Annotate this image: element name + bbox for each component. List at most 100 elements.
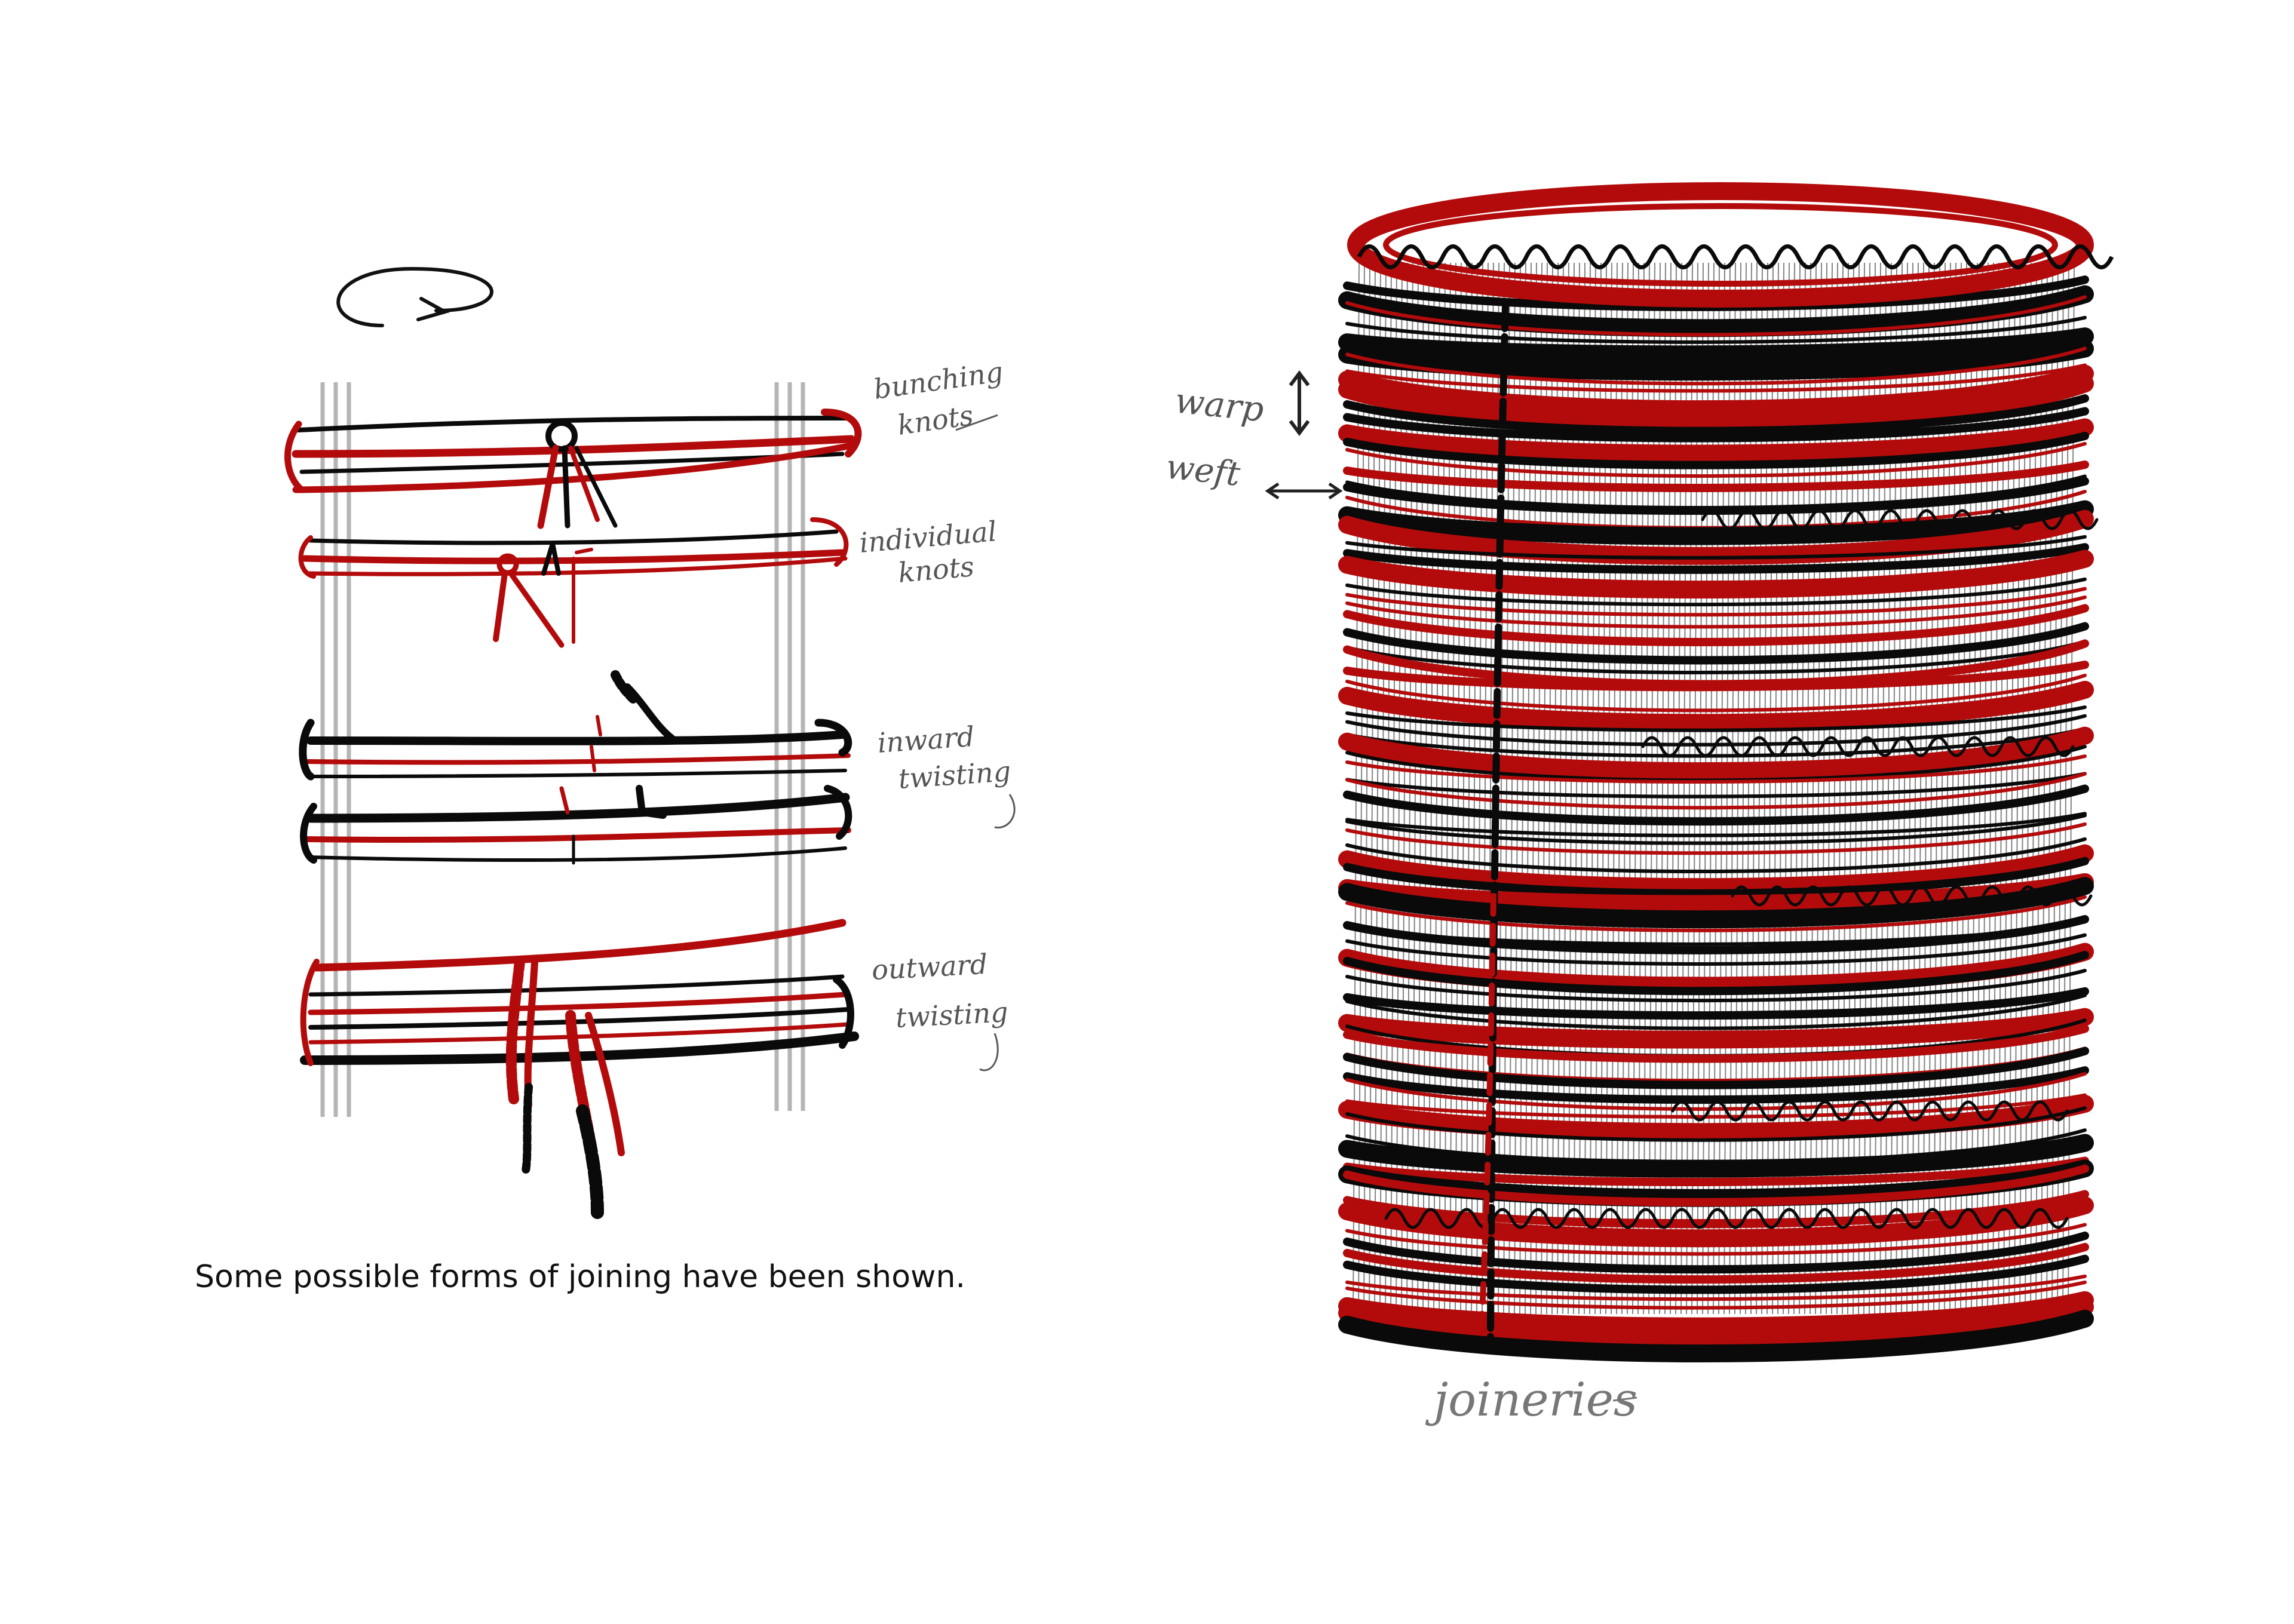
weft-band [1343, 431, 2089, 469]
svg-text:inward: inward [876, 720, 976, 759]
weft-band [1345, 822, 2087, 855]
weft-band [1338, 844, 2094, 897]
weft-band [1343, 987, 2089, 1020]
weft-band [1345, 772, 2087, 810]
weft-band [1338, 1298, 2094, 1347]
weft-band [1345, 595, 2087, 629]
weft-band [1338, 285, 2094, 337]
weft-band [1343, 1231, 2089, 1274]
weft-band [1338, 1291, 2094, 1336]
warp-line [1912, 262, 1919, 1315]
weft-band [1338, 1134, 2094, 1178]
weft-band [1338, 509, 2094, 565]
weft-band [1338, 1309, 2094, 1362]
weft-band [1343, 1066, 2089, 1104]
vertical-double-arrow-icon [1289, 370, 1310, 436]
weft-band [1345, 812, 2087, 837]
weft-band [1338, 877, 2094, 929]
weft-band [1343, 661, 2089, 692]
svg-text:joineries: joineries [1425, 1373, 1637, 1427]
svg-text:weft: weft [1164, 447, 1243, 494]
weft-band [1345, 813, 2087, 845]
weft-band [1343, 856, 2089, 898]
weft-band [1345, 577, 2087, 607]
weft-band [1343, 1164, 2089, 1207]
weft-band [1345, 673, 2087, 713]
weft-band [1338, 364, 2094, 419]
weft-band [1345, 1072, 2087, 1111]
weft-band [1338, 1008, 2094, 1049]
svg-text:knots: knots [897, 550, 976, 589]
rotate-arrow-icon [336, 266, 493, 327]
individual-knots-sample [298, 517, 849, 648]
weft-band [1343, 915, 2089, 954]
weft-band [1345, 315, 2087, 344]
weft-band [1345, 1093, 2087, 1119]
weft-band [1343, 622, 2089, 665]
weft-band [1338, 418, 2094, 463]
weft-band [1343, 950, 2089, 996]
weft-band [1343, 477, 2089, 515]
weft-band [1345, 295, 2087, 337]
bunching-knots-label: bunching knots [872, 355, 1005, 441]
weft-band [1338, 500, 2094, 545]
svg-text:twisting: twisting [895, 996, 1009, 1034]
warp-line [1879, 262, 1887, 1315]
weft-band [1338, 374, 2094, 432]
weft-band [1338, 943, 2094, 995]
warp-line [1885, 262, 1892, 1315]
cylinder-top-rim [1347, 182, 2114, 308]
svg-text:individual: individual [858, 515, 998, 559]
warp-line [1482, 262, 1489, 1315]
wavy-weft [1731, 885, 2093, 907]
weft-band [1343, 1156, 2089, 1186]
weft-band [1343, 407, 2089, 443]
weft-band [1345, 640, 2087, 674]
weft-band [1345, 1106, 2087, 1142]
wavy-weft [1384, 1208, 2069, 1229]
svg-text:knots: knots [895, 399, 976, 441]
horizontal-double-arrow-icon [1265, 482, 1343, 500]
joining-samples-sketch: bunching knots individual knots inward t… [284, 266, 1016, 1219]
weft-band [1343, 1046, 2089, 1089]
weft-band [1345, 705, 2087, 732]
bunching-knots-sample [284, 409, 862, 529]
weft-band [1338, 1094, 2094, 1141]
joineries-title: joineries [1425, 1373, 1637, 1427]
warp-line [1476, 262, 1483, 1315]
individual-knots-label: individual knots [858, 515, 998, 589]
svg-text:warp: warp [1173, 380, 1266, 429]
weft-band [1338, 327, 2094, 364]
warp-line [1906, 262, 1913, 1315]
weft-band [1345, 754, 2087, 784]
cylinder-weft-bands [1338, 275, 2099, 1362]
weft-band [1338, 339, 2094, 381]
weft-band [1345, 993, 2087, 1030]
wavy-weft [1701, 509, 2099, 530]
weft-band [1343, 1024, 2089, 1063]
weft-band [1345, 772, 2087, 799]
warp-line [1465, 262, 1473, 1315]
weft-band [1345, 895, 2087, 932]
weft-band [1338, 726, 2094, 781]
wavy-weft [1671, 1100, 2069, 1122]
weft-band [1345, 587, 2087, 617]
warp-line [1917, 262, 1924, 1315]
weft-band [1343, 784, 2089, 826]
warp-line [1901, 262, 1908, 1315]
svg-text:twisting: twisting [897, 755, 1012, 795]
weft-band [1345, 346, 2087, 386]
warp-line [1896, 262, 1903, 1315]
weft-indicator: weft [1164, 447, 1343, 500]
outward-twisting-label: outward twisting [871, 948, 1009, 1072]
weft-band [1345, 535, 2087, 560]
weft-band [1338, 1196, 2094, 1248]
inward-twisting-sample [299, 670, 852, 865]
weft-band [1343, 604, 2089, 646]
weft-band [1345, 1223, 2087, 1256]
weft-band [1345, 441, 2087, 478]
weft-band [1345, 837, 2087, 874]
warp-line [1890, 262, 1897, 1315]
weft-band [1343, 1254, 2089, 1294]
